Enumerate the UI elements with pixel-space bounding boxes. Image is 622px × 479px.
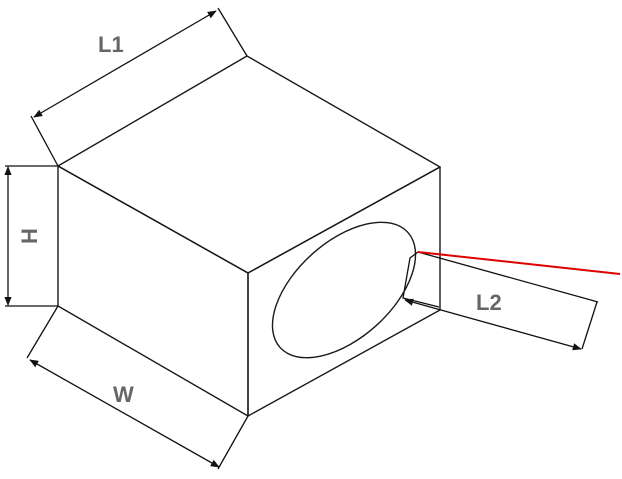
l1-dimension-arrow xyxy=(33,10,217,118)
w-dimension-arrow xyxy=(29,359,220,468)
l2-extension-line-end xyxy=(581,301,598,350)
box-right-face xyxy=(247,166,441,417)
red-ray-line xyxy=(417,251,621,275)
l1-label: L1 xyxy=(98,32,124,57)
dimension-l2: L2 xyxy=(402,251,599,351)
dimension-l1: L1 xyxy=(30,7,248,167)
l1-extension-line-right xyxy=(217,7,248,57)
elliptical-opening xyxy=(271,221,417,359)
w-label: W xyxy=(113,382,134,407)
w-extension-line-right xyxy=(217,415,249,470)
l2-extension-line-bottom xyxy=(402,251,440,308)
box-left-face xyxy=(57,165,249,417)
dimension-h: H xyxy=(4,165,58,307)
dimension-w: W xyxy=(26,305,249,470)
l1-extension-line-left xyxy=(30,115,59,167)
w-extension-line-left xyxy=(26,305,59,359)
l2-dimension-arrow xyxy=(404,298,582,351)
l2-label: L2 xyxy=(476,290,502,315)
box-top-face xyxy=(57,55,441,274)
l2-extension-line-top xyxy=(417,251,599,303)
h-label: H xyxy=(17,228,42,244)
